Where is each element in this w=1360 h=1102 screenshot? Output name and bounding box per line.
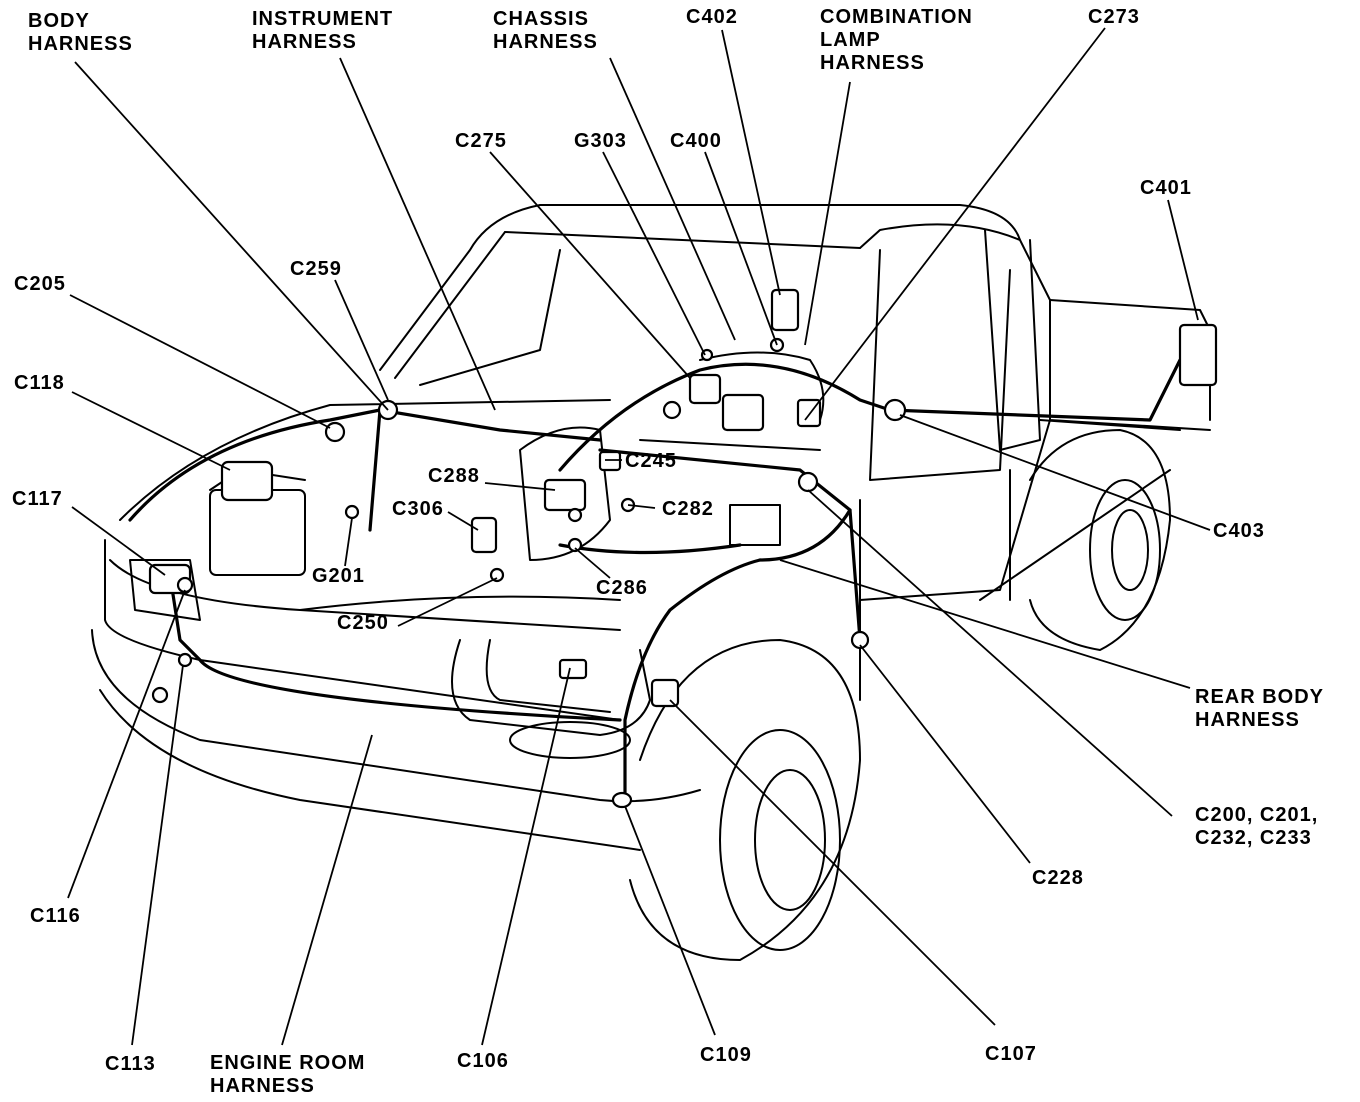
label-c400: C400 bbox=[670, 130, 722, 152]
label-c403: C403 bbox=[1213, 520, 1265, 542]
label-c205: C205 bbox=[14, 273, 66, 295]
label-c109: C109 bbox=[700, 1044, 752, 1066]
label-c288: C288 bbox=[428, 465, 480, 487]
label-g201: G201 bbox=[312, 565, 365, 587]
label-c200-group: C200, C201,C232, C233 bbox=[1195, 804, 1319, 849]
label-c245: C245 bbox=[625, 450, 677, 472]
wire-harnesses bbox=[128, 358, 1182, 802]
label-c401: C401 bbox=[1140, 177, 1192, 199]
label-c306: C306 bbox=[392, 498, 444, 520]
label-c106: C106 bbox=[457, 1050, 509, 1072]
leader-lines bbox=[67, 27, 1211, 1046]
truck-outline bbox=[91, 204, 1211, 961]
label-c402: C402 bbox=[686, 6, 738, 28]
label-c275: C275 bbox=[455, 130, 507, 152]
connectors bbox=[148, 288, 1218, 809]
label-c118: C118 bbox=[14, 372, 65, 394]
label-c282: C282 bbox=[662, 498, 714, 520]
label-g303: G303 bbox=[574, 130, 627, 152]
label-c286: C286 bbox=[596, 577, 648, 599]
label-c107: C107 bbox=[985, 1043, 1037, 1065]
label-c117: C117 bbox=[12, 488, 63, 510]
label-c259: C259 bbox=[290, 258, 342, 280]
label-c250: C250 bbox=[337, 612, 389, 634]
label-c113: C113 bbox=[105, 1053, 156, 1075]
label-c273: C273 bbox=[1088, 6, 1140, 28]
label-c116: C116 bbox=[30, 905, 81, 927]
label-c228: C228 bbox=[1032, 867, 1084, 889]
